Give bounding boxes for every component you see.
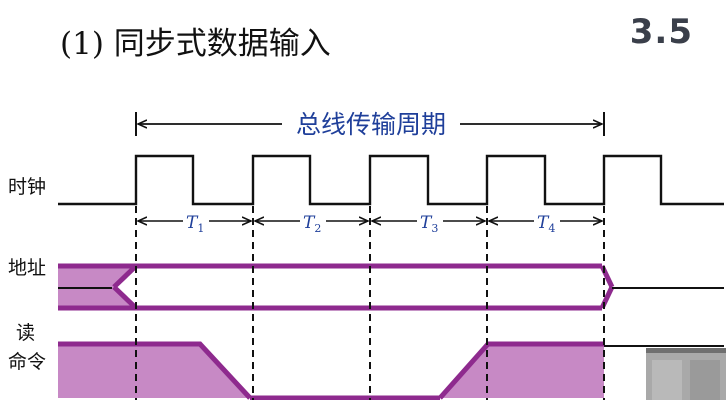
bus-cycle-label: 总线传输周期 (296, 110, 446, 139)
period-t1: T1 (186, 213, 204, 235)
period-t2: T2 (303, 213, 321, 235)
read-command-waveform (58, 341, 724, 400)
period-boundaries (135, 206, 605, 400)
read-label-line2: 命令 (8, 351, 46, 373)
period-t4: T4 (537, 213, 555, 235)
clock-waveform (58, 154, 724, 206)
bus-cycle-span: 总线传输周期 (135, 110, 605, 139)
photo-fragment (646, 348, 726, 400)
clock-label: 时钟 (8, 176, 46, 198)
address-waveform (58, 263, 724, 311)
read-label-line1: 读 (16, 322, 35, 344)
address-label: 地址 (8, 257, 46, 279)
period-t3: T3 (420, 213, 438, 235)
slide-title: (1) 同步式数据输入 (60, 26, 331, 62)
section-number: 3.5 (629, 12, 693, 52)
